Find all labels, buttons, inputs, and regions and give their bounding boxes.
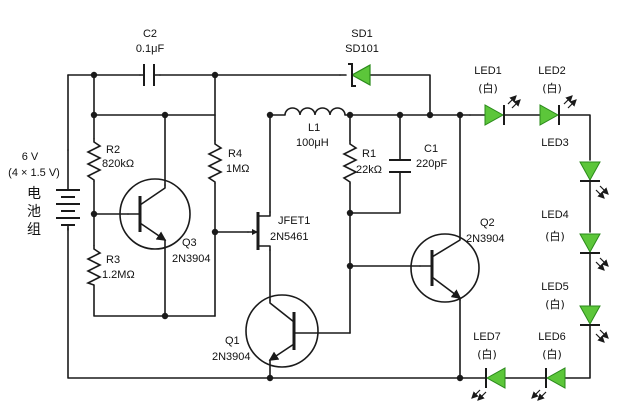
jfet-jfet1 <box>247 211 271 251</box>
led7-ref: LED7 <box>473 331 501 343</box>
junction-dot <box>211 71 219 79</box>
capacitor-c1 <box>389 159 411 173</box>
sd1-ref: SD1 <box>351 28 372 40</box>
transistor-q2 <box>410 233 480 303</box>
led1-ref: LED1 <box>474 65 502 77</box>
led-led5 <box>579 305 609 343</box>
led7-color: (白) <box>477 347 497 361</box>
q3-value: 2N3904 <box>172 253 211 265</box>
junction-dot <box>161 312 169 320</box>
battery-config: (4 × 1.5 V) <box>8 167 60 179</box>
capacitor-c2 <box>139 64 161 86</box>
battery-name-char: 池 <box>27 204 41 220</box>
junction-dot <box>266 374 274 382</box>
junction-dot <box>266 111 274 119</box>
led2-color: (白) <box>542 81 562 95</box>
led-led3 <box>579 161 609 199</box>
q1-ref: Q1 <box>225 335 240 347</box>
battery-name-char: 电 <box>27 186 41 202</box>
wire-top-right <box>369 74 431 116</box>
wire-c1-bottom <box>349 171 401 214</box>
led4-ref: LED4 <box>541 209 569 221</box>
battery-name-char: 组 <box>27 222 41 238</box>
c2-value: 0.1μF <box>136 43 165 55</box>
r4-ref: R4 <box>228 148 242 160</box>
led5-color: (白) <box>545 297 565 311</box>
junction-dot <box>90 210 98 218</box>
r3-ref: R3 <box>106 254 120 266</box>
inductor-l1 <box>284 107 346 116</box>
r2-ref: R2 <box>106 144 120 156</box>
resistor-r2 <box>86 138 102 182</box>
transistor-q3 <box>119 178 191 250</box>
c1-value: 220pF <box>416 158 447 170</box>
wire-led5-led6 <box>564 324 591 379</box>
led5-ref: LED5 <box>541 281 569 293</box>
junction-dot <box>90 111 98 119</box>
q2-value: 2N3904 <box>466 233 505 245</box>
wires <box>67 74 591 379</box>
led-led4 <box>579 233 609 271</box>
led-led2 <box>539 95 577 126</box>
q2-ref: Q2 <box>480 217 495 229</box>
led6-color: (白) <box>542 347 562 361</box>
junction-dot <box>346 111 354 119</box>
led-led7 <box>471 367 506 401</box>
wire-r3-bottom <box>93 284 166 317</box>
led-led6 <box>531 367 566 401</box>
l1-ref: L1 <box>308 122 320 134</box>
resistor-r1 <box>342 140 358 184</box>
c2-ref: C2 <box>143 28 157 40</box>
schottky-diode-sd1 <box>339 63 371 87</box>
junction-dot <box>90 71 98 79</box>
r3-value: 1.2MΩ <box>102 269 135 281</box>
led3-ref: LED3 <box>541 137 569 149</box>
junction-dots <box>90 71 464 382</box>
wire-led2-led3 <box>559 114 591 161</box>
junction-dot <box>456 111 464 119</box>
junction-dot <box>211 228 219 236</box>
q1-value: 2N3904 <box>212 351 251 363</box>
l1-value: 100μH <box>296 137 329 149</box>
junction-dot <box>161 111 169 119</box>
r1-value: 22kΩ <box>356 164 382 176</box>
led2-ref: LED2 <box>538 65 566 77</box>
battery-voltage: 6 V <box>22 151 39 163</box>
sd1-value: SD101 <box>345 43 379 55</box>
junction-dot <box>396 111 404 119</box>
led-led1 <box>484 95 521 126</box>
junction-dot <box>346 209 354 217</box>
transistor-q1 <box>245 294 319 368</box>
r4-value: 1MΩ <box>226 163 250 175</box>
c1-ref: C1 <box>424 143 438 155</box>
battery-symbol <box>56 149 80 231</box>
wire-bottom-rail <box>67 227 486 379</box>
jfet1-value: 2N5461 <box>270 231 309 243</box>
q3-ref: Q3 <box>182 237 197 249</box>
r1-ref: R1 <box>362 148 376 160</box>
resistor-r4 <box>207 140 223 184</box>
r2-value: 820kΩ <box>102 158 134 170</box>
junction-dot <box>456 374 464 382</box>
junction-dot <box>426 111 434 119</box>
led4-color: (白) <box>545 229 565 243</box>
led1-color: (白) <box>478 81 498 95</box>
jfet1-ref: JFET1 <box>278 215 310 227</box>
led6-ref: LED6 <box>538 331 566 343</box>
junction-dot <box>346 262 354 270</box>
resistor-r3 <box>85 245 102 286</box>
